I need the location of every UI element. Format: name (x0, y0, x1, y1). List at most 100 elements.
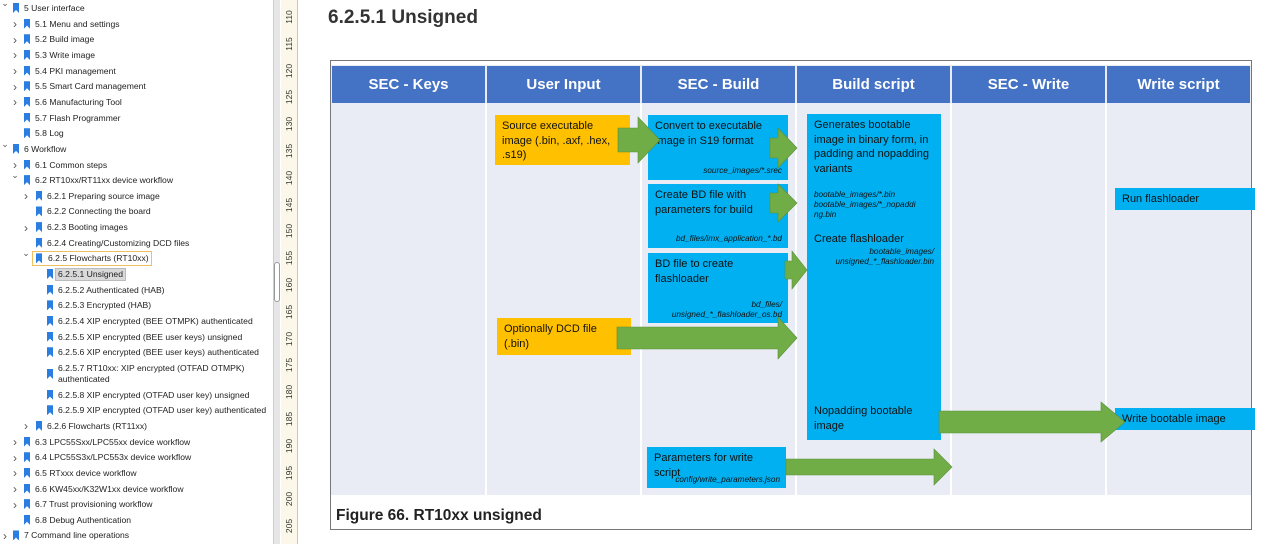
bookmark-label: 5.4 PKI management (35, 65, 116, 76)
chevron-down-icon[interactable]: ⌄ (1, 0, 9, 8)
panel-resize-handle[interactable] (274, 262, 280, 302)
bookmark-icon (24, 452, 30, 463)
bookmark-item[interactable]: 6.2.5.4 XIP encrypted (BEE OTMPK) authen… (0, 314, 273, 329)
bookmark-item[interactable]: 6.2.2 Connecting the board (0, 204, 273, 219)
bookmark-icon (24, 96, 30, 107)
chevron-right-icon[interactable]: › (13, 497, 17, 512)
chevron-right-icon[interactable]: › (13, 95, 17, 110)
ruler-label: 125 (284, 90, 294, 105)
chevron-right-icon[interactable]: › (13, 158, 17, 172)
bookmark-label: 6.2.5.6 XIP encrypted (BEE user keys) au… (58, 347, 259, 358)
bookmark-item[interactable]: ›5.6 Manufacturing Tool (0, 95, 273, 110)
chevron-right-icon[interactable]: › (13, 32, 17, 47)
bookmark-icon (36, 222, 42, 233)
bookmark-item[interactable]: 6.2.5.7 RT10xx: XIP encrypted (OTFAD OTM… (0, 361, 273, 384)
bookmark-item[interactable]: › 6.5 RTxxx device workflow (0, 466, 273, 481)
bookmark-icon (47, 284, 53, 295)
bookmark-item[interactable]: › 5.4 PKI management (0, 64, 273, 79)
ruler-label: 185 (284, 411, 294, 427)
ruler-label: 200 (284, 492, 294, 507)
bookmark-icon (13, 143, 19, 154)
bookmark-item[interactable]: ⌄6.2.5 Flowcharts (RT10xx) (0, 248, 273, 267)
bookmark-item[interactable]: ›5.1 Menu and settings (0, 17, 273, 32)
bookmark-icon (24, 112, 30, 123)
chevron-right-icon[interactable]: › (13, 466, 17, 481)
ruler-label: 120 (284, 63, 294, 78)
bookmark-label: 6.1 Common steps (35, 159, 108, 170)
chevron-right-icon[interactable]: › (3, 528, 7, 543)
bookmark-icon (13, 530, 19, 541)
bookmark-icon (36, 237, 42, 248)
chevron-down-icon[interactable]: ⌄ (22, 248, 30, 259)
bookmark-item[interactable]: › 5.5 Smart Card management (0, 79, 273, 94)
bookmark-item[interactable]: 6.8 Debug Authentication (0, 513, 273, 528)
chevron-right-icon[interactable]: › (13, 482, 17, 496)
bookmark-icon (24, 499, 30, 510)
bookmark-item[interactable]: 6.2.5.2 Authenticated (HAB) (0, 283, 273, 298)
bookmark-item[interactable]: ›6.2.1 Preparing source image (0, 189, 273, 204)
dcd-file-box: Optionally DCD file (.bin) (497, 318, 631, 355)
bookmark-item[interactable]: 5.8 Log (0, 126, 273, 141)
chevron-right-icon[interactable]: › (13, 435, 17, 450)
bookmark-icon (36, 206, 42, 217)
ruler-label: 110 (284, 10, 294, 24)
bookmark-icon (47, 331, 53, 342)
bookmark-label: 5.5 Smart Card management (35, 81, 146, 92)
bookmark-item[interactable]: ›6.4 LPC55S3x/LPC553x device workflow (0, 450, 273, 465)
bookmarks-panel: ⌄5 User interface›5.1 Menu and settings›… (0, 0, 273, 544)
bookmark-icon (13, 3, 19, 13)
bookmark-label: 6.2.5.8 XIP encrypted (OTFAD user key) u… (58, 389, 250, 400)
bookmark-icon (24, 34, 30, 45)
bookmark-item[interactable]: 6.2.5.8 XIP encrypted (OTFAD user key) u… (0, 388, 273, 403)
chevron-down-icon[interactable]: ⌄ (11, 170, 19, 181)
chevron-down-icon[interactable]: ⌄ (1, 138, 9, 149)
bookmark-item[interactable]: › 6.7 Trust provisioning workflow (0, 497, 273, 512)
bookmark-item[interactable]: 5.7 Flash Programmer (0, 111, 273, 126)
chevron-right-icon[interactable]: › (13, 48, 17, 63)
bookmark-label: 6.2 RT10xx/RT11xx device workflow (35, 175, 174, 186)
chevron-right-icon[interactable]: › (24, 220, 28, 235)
bookmark-icon (47, 316, 53, 326)
bookmark-icon (24, 18, 30, 29)
bookmark-item[interactable]: ›7 Command line operations (0, 528, 273, 543)
bookmark-item[interactable]: 6.2.4 Creating/Customizing DCD files (0, 236, 273, 251)
bookmark-item[interactable]: 6.2.5.6 XIP encrypted (BEE user keys) au… (0, 345, 273, 360)
flow-arrows (616, 116, 1126, 486)
arrow-convert-to-build (769, 127, 798, 169)
bookmark-label: 6.2.5.9 XIP encrypted (OTFAD user key) a… (58, 405, 267, 416)
bookmark-label: 6.7 Trust provisioning workflow (35, 499, 153, 510)
bookmark-item[interactable]: › 6.1 Common steps (0, 158, 273, 173)
column-header-write-script: Write script (1107, 66, 1250, 103)
bookmark-item[interactable]: 6.2.5.9 XIP encrypted (OTFAD user key) a… (0, 403, 273, 418)
bookmark-item[interactable]: 6.2.5.3 Encrypted (HAB) (0, 298, 273, 313)
bookmark-label: 6.2.5.7 RT10xx: XIP encrypted (OTFAD OTM… (58, 362, 245, 373)
column-header-user-input: User Input (487, 66, 640, 103)
bookmark-item[interactable]: ›6.2.3 Booting images (0, 220, 273, 235)
chevron-right-icon[interactable]: › (24, 419, 28, 434)
bookmark-label: 6.2.2 Connecting the board (47, 206, 151, 217)
document-page: 6.2.5.1 Unsigned SEC - Keys User Input S… (299, 0, 1280, 544)
bookmark-item[interactable]: ⌄6 Workflow (0, 138, 273, 157)
bookmark-icon (24, 65, 30, 76)
bookmark-item[interactable]: › 5.2 Build image (0, 32, 273, 47)
bookmark-item[interactable]: 6.2.5.1 Unsigned (0, 267, 273, 282)
figure: SEC - Keys User Input SEC - Build Build … (330, 60, 1255, 530)
bookmark-item[interactable]: ›6.6 KW45xx/K32W1xx device workflow (0, 482, 273, 497)
chevron-right-icon[interactable]: › (24, 189, 28, 204)
bookmark-item[interactable]: ⌄5 User interface (0, 0, 273, 16)
bookmark-item[interactable]: ›5.3 Write image (0, 48, 273, 63)
bookmark-item[interactable]: ›6.2.6 Flowcharts (RT11xx) (0, 419, 273, 434)
chevron-right-icon[interactable]: › (13, 79, 17, 94)
bookmark-item[interactable]: 6.2.5.5 XIP encrypted (BEE user keys) un… (0, 330, 273, 345)
chevron-right-icon[interactable]: › (13, 64, 17, 79)
bookmark-item[interactable]: ›6.3 LPC55Sxx/LPC55xx device workflow (0, 435, 273, 450)
chevron-right-icon[interactable]: › (13, 17, 17, 32)
bookmark-label: 6.5 RTxxx device workflow (35, 467, 137, 478)
bookmark-label: 5.2 Build image (35, 34, 95, 45)
build-script-box: Generates bootable image in binary form,… (807, 114, 941, 440)
bookmark-item[interactable]: ⌄ 6.2 RT10xx/RT11xx device workflow (0, 170, 273, 188)
chevron-right-icon[interactable]: › (13, 450, 17, 465)
